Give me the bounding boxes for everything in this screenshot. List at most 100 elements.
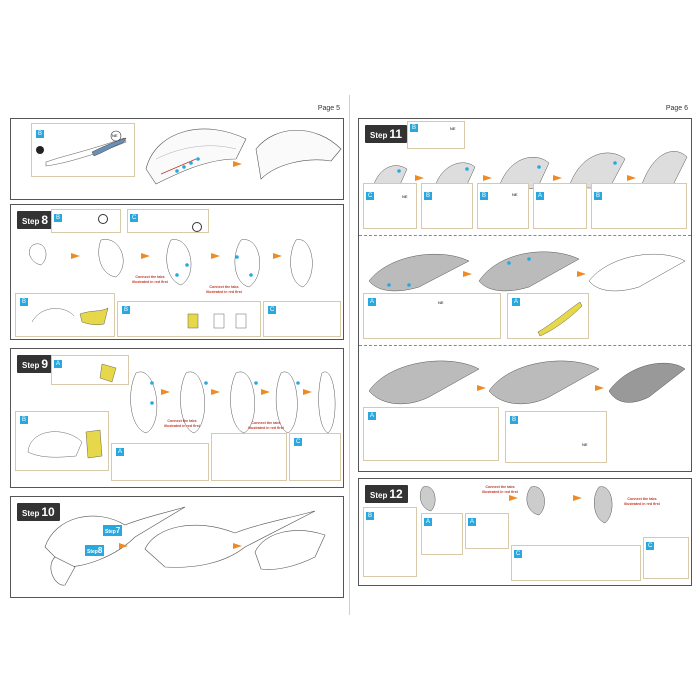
arrow-icon	[463, 271, 472, 277]
connect-tabs-note: Connect the tabs illustrated in red firs…	[132, 275, 168, 284]
sub-box: B NE	[505, 411, 607, 463]
arrow-icon	[577, 271, 586, 277]
sub-box: A NE	[363, 293, 501, 339]
part-tag: B	[20, 298, 29, 306]
tube-part-drawing	[187, 313, 247, 329]
part-tag: B	[424, 192, 433, 200]
sub-box: B	[15, 411, 109, 471]
step-callout: Step8	[85, 545, 105, 556]
connect-tabs-note: Connect the tabs illustrated in red firs…	[248, 421, 284, 430]
connect-tabs-note: Connect the tabs illustrated in red firs…	[482, 485, 518, 494]
ne-label: NE	[512, 192, 518, 197]
ne-label: NE	[582, 442, 588, 447]
part-tag: A	[116, 448, 125, 456]
sub-box: C	[643, 537, 689, 579]
sub-box: A	[421, 513, 463, 555]
part-tag: B	[54, 214, 63, 222]
part-tag: A	[368, 298, 377, 306]
sub-box: B	[117, 301, 261, 337]
sub-box: B NE	[477, 183, 529, 229]
sub-box	[211, 433, 287, 481]
part-tag: C	[366, 192, 375, 200]
arrow-icon	[573, 495, 582, 501]
part-tag: B	[410, 124, 419, 132]
sub-box: A	[111, 443, 209, 481]
step-word: Step	[22, 217, 40, 226]
sub-box: A	[51, 355, 129, 385]
part-tag: B	[480, 192, 489, 200]
sub-box: A	[507, 293, 589, 339]
page-5: Page 5	[0, 95, 350, 615]
step-word: Step	[370, 131, 388, 140]
sub-box: B	[421, 183, 473, 229]
arrow-icon	[71, 253, 80, 259]
part-tag: A	[536, 192, 545, 200]
part-tag: B	[36, 130, 45, 138]
connect-tabs-note: Connect the tabs illustrated in red firs…	[624, 497, 660, 506]
yellow-part-drawing	[537, 301, 583, 337]
sub-box: B	[591, 183, 687, 229]
part-tag: B	[122, 306, 131, 314]
sub-box: A	[533, 183, 587, 229]
full-body-drawing	[44, 506, 326, 586]
page-6: Page 6	[350, 95, 700, 615]
sub-box: C	[127, 209, 209, 233]
arrow-icon	[477, 385, 486, 391]
sub-box: B	[15, 293, 115, 337]
arrow-icon	[161, 389, 170, 395]
step-number: 11	[389, 127, 403, 141]
sub-box: A	[363, 407, 499, 461]
page-number: Page 6	[665, 105, 688, 112]
connect-tabs-note: Connect the tabs illustrated in red firs…	[206, 285, 242, 294]
arrow-icon	[303, 389, 312, 395]
arrow-icon	[273, 253, 282, 259]
arrow-icon	[509, 495, 518, 501]
ne-label: NE	[112, 133, 118, 138]
part-tag: B	[510, 416, 519, 424]
step-7-continuation-panel: B NE	[10, 118, 344, 200]
part-tag: B	[20, 416, 29, 424]
dashed-separator	[359, 235, 691, 236]
body-assembly-drawing	[130, 371, 336, 434]
arrow-icon	[211, 389, 220, 395]
step-callout: Step7	[103, 525, 123, 536]
callout-number: 8	[97, 546, 103, 555]
leg-stage-drawing	[420, 486, 613, 524]
sub-box: B	[363, 507, 417, 577]
yellow-part-drawing	[99, 363, 117, 383]
sub-box: C	[511, 545, 641, 581]
page-divider	[349, 95, 350, 615]
tail-piece-drawing	[45, 130, 127, 167]
part-tag: A	[512, 298, 521, 306]
step-word: Step	[370, 491, 388, 500]
page-number: Page 5	[317, 105, 340, 112]
sub-box: B	[51, 209, 121, 233]
part-tag: C	[294, 438, 303, 446]
step-word: Step	[22, 509, 40, 518]
part-number-icon	[98, 214, 108, 224]
part-tag: B	[366, 512, 375, 520]
step-number: 12	[389, 487, 403, 501]
leg-assembly-drawing	[29, 239, 313, 288]
step-word: Step	[22, 361, 40, 370]
part-tag: C	[268, 306, 277, 314]
sub-box: C NE	[363, 183, 417, 229]
arrow-icon	[233, 161, 242, 167]
ne-label: NE	[438, 300, 444, 305]
part-tag: C	[130, 214, 139, 222]
part-number-icon	[192, 222, 202, 232]
arrow-icon	[415, 175, 424, 181]
part-tag: A	[368, 412, 377, 420]
part-tag: A	[424, 518, 433, 526]
head-part-drawing	[27, 429, 103, 459]
part-tag: A	[54, 360, 63, 368]
part-tag: C	[514, 550, 523, 558]
ne-label: NE	[450, 126, 456, 131]
